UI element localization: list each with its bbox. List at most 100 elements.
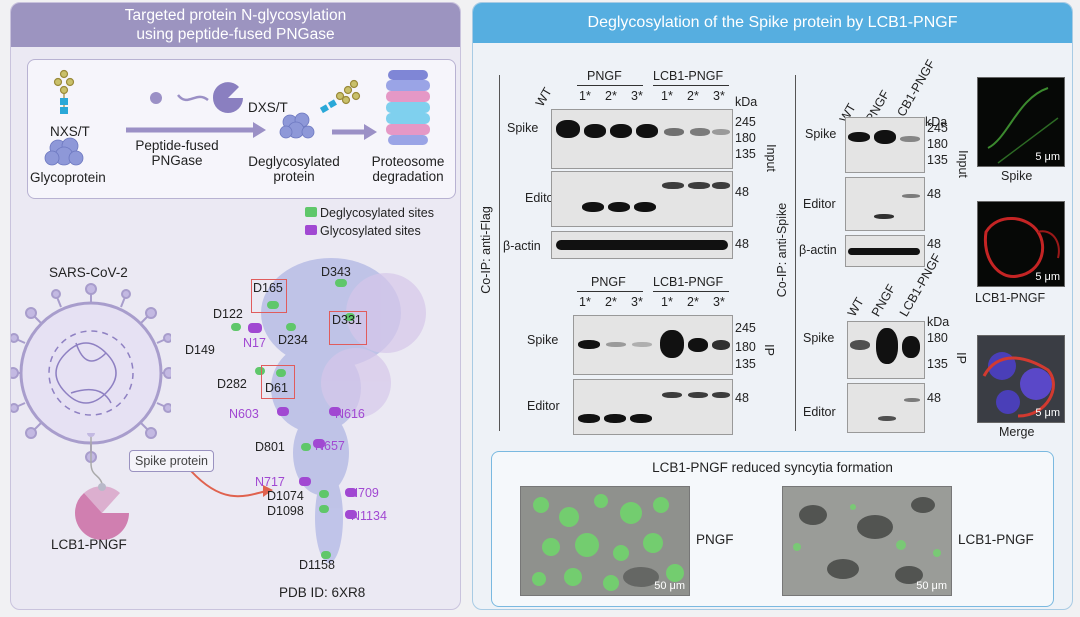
site-marker-d331 — [345, 313, 355, 321]
wb1-lane-1: 1* — [579, 89, 591, 103]
site-marker-d1158 — [321, 551, 331, 559]
glycoprotein-label: Glycoprotein — [30, 170, 106, 185]
workflow-box: NXS/T Peptide-fused PNGase DXS/T Glycopr… — [27, 59, 456, 199]
deglycosylated-swatch — [305, 207, 317, 217]
wb2-m245: 245 — [735, 321, 756, 335]
wb3-actin-blot — [845, 235, 925, 267]
wb3-row-actin: β-actin — [799, 243, 837, 257]
fluor-spike-cells — [987, 87, 1059, 164]
wb2-group-lcb1: LCB1-PNGF — [653, 275, 724, 289]
syncytia-panel: LCB1-PNGF reduced syncytia formation 50 … — [491, 451, 1054, 607]
wb4-row-editor: Editor — [803, 405, 836, 419]
fluor-label-spike: Spike — [1001, 169, 1033, 183]
syncytia-title: LCB1-PNGF reduced syncytia formation — [652, 460, 893, 475]
wb1-lane-3: 3* — [631, 89, 643, 103]
wb4-editor-blot — [847, 383, 925, 433]
site-marker-n657 — [313, 439, 325, 448]
wb3-m48a: 48 — [927, 187, 941, 201]
wb4-m180: 180 — [927, 331, 948, 345]
step1-label: Peptide-fused PNGase — [132, 138, 222, 168]
wb3-m135: 135 — [927, 153, 948, 167]
coip-spike-bracket — [795, 75, 796, 431]
wb1-m48b: 48 — [735, 237, 749, 251]
wb2-group-pngf: PNGF — [591, 275, 626, 289]
site-marker-n616 — [329, 407, 341, 416]
wb1-editor-blot — [551, 171, 733, 227]
highlight-box-d331 — [329, 311, 367, 345]
fluor-merge-cells — [982, 352, 1055, 418]
site-marker-n603 — [277, 407, 289, 416]
site-label-n709: N709 — [349, 486, 379, 500]
site-marker-d122 — [231, 323, 241, 331]
site-label-d343: D343 — [321, 265, 351, 279]
site-label-d149: D149 — [185, 343, 215, 357]
site-marker-d343 — [335, 279, 347, 287]
right-panel: Deglycosylation of the Spike protein by … — [472, 2, 1073, 610]
site-label-d331: D331 — [332, 313, 362, 327]
wb3-m245: 245 — [927, 121, 948, 135]
fluor-spike-image: 5 μm — [977, 77, 1065, 167]
site-label-d1074: D1074 — [267, 489, 304, 503]
site-label-n717: N717 — [255, 475, 285, 489]
micrograph-lcb1-label: LCB1-PNGF — [958, 532, 1034, 547]
fluor-label-merge: Merge — [999, 425, 1035, 439]
wb1-lane-6: 3* — [713, 89, 725, 103]
site-label-n616: N616 — [335, 407, 365, 421]
wb1-m48a: 48 — [735, 185, 749, 199]
fluor-scale-2: 5 μm — [1035, 271, 1060, 283]
fluor-lcb1-cells — [983, 217, 1060, 278]
deglyco-line2: protein — [273, 169, 315, 184]
wb3-input-label: Input — [955, 150, 970, 178]
wb3-kda: kDa — [925, 115, 948, 129]
wb1-actin-blot — [551, 231, 733, 259]
wb3-editor-blot — [845, 177, 925, 231]
left-panel: Targeted protein N-glycosylation using p… — [10, 2, 461, 610]
deglyco-line1: Deglycosylated — [248, 154, 340, 169]
workflow-graphics — [44, 69, 430, 166]
wb3-row-editor: Editor — [803, 197, 836, 211]
wb4-kda: kDa — [927, 315, 950, 329]
fluor-scale-3: 5 μm — [1035, 407, 1060, 419]
coip-flag-bracket — [499, 75, 500, 431]
site-label-n17: N17 — [243, 336, 266, 350]
sars-cov2-label: SARS-CoV-2 — [49, 265, 128, 280]
wb2-lcb1-line — [653, 291, 729, 292]
wb2-lane-4: 1* — [661, 295, 673, 309]
step1-line1: Peptide-fused — [135, 138, 219, 153]
micrograph-pngf-label: PNGF — [696, 532, 734, 547]
site-marker-n717 — [299, 477, 311, 486]
wb4-spike-blot — [847, 321, 925, 379]
wb1-kda: kDa — [735, 95, 758, 109]
spike-protein-label: Spike protein — [135, 454, 208, 468]
wb3-spike-blot — [845, 117, 925, 173]
wb2-ip-label: IP — [761, 344, 776, 356]
wb1-lane-2: 2* — [605, 89, 617, 103]
wb4-m135: 135 — [927, 357, 948, 371]
deglycosylated-label: Deglycosylated protein — [244, 154, 344, 184]
site-label-d165: D165 — [253, 281, 283, 295]
legend-deglycosylated: Deglycosylated sites — [320, 206, 434, 220]
wb1-pngf-line — [577, 85, 643, 86]
wb2-m180: 180 — [735, 340, 756, 354]
wb4-row-spike: Spike — [803, 331, 835, 345]
wb1-group-lcb1: LCB1-PNGF — [653, 69, 724, 83]
micrograph-lcb1-scale: 50 μm — [916, 580, 947, 592]
proteasome-label: Proteosome degradation — [358, 154, 458, 184]
site-marker-d165 — [267, 301, 279, 309]
wb4-m48: 48 — [927, 391, 941, 405]
wb1-lane-4: 1* — [661, 89, 673, 103]
spike-protein-callout: Spike protein — [129, 450, 214, 472]
site-marker-d282 — [255, 367, 265, 375]
site-marker-d1098 — [319, 505, 329, 513]
site-label-d801: D801 — [255, 440, 285, 454]
site-label-n1134: N1134 — [351, 509, 387, 523]
wb2-editor-blot — [573, 379, 733, 435]
wb2-lane-5: 2* — [687, 295, 699, 309]
step1-line2: PNGase — [151, 153, 203, 168]
pdb-label: PDB ID: 6XR8 — [279, 585, 366, 600]
fluor-lcb1-image: 5 μm — [977, 201, 1065, 287]
virus-illustration — [11, 283, 171, 463]
highlight-box-d61 — [261, 365, 295, 399]
wb2-m135: 135 — [735, 357, 756, 371]
wb1-spike-blot — [551, 109, 733, 169]
